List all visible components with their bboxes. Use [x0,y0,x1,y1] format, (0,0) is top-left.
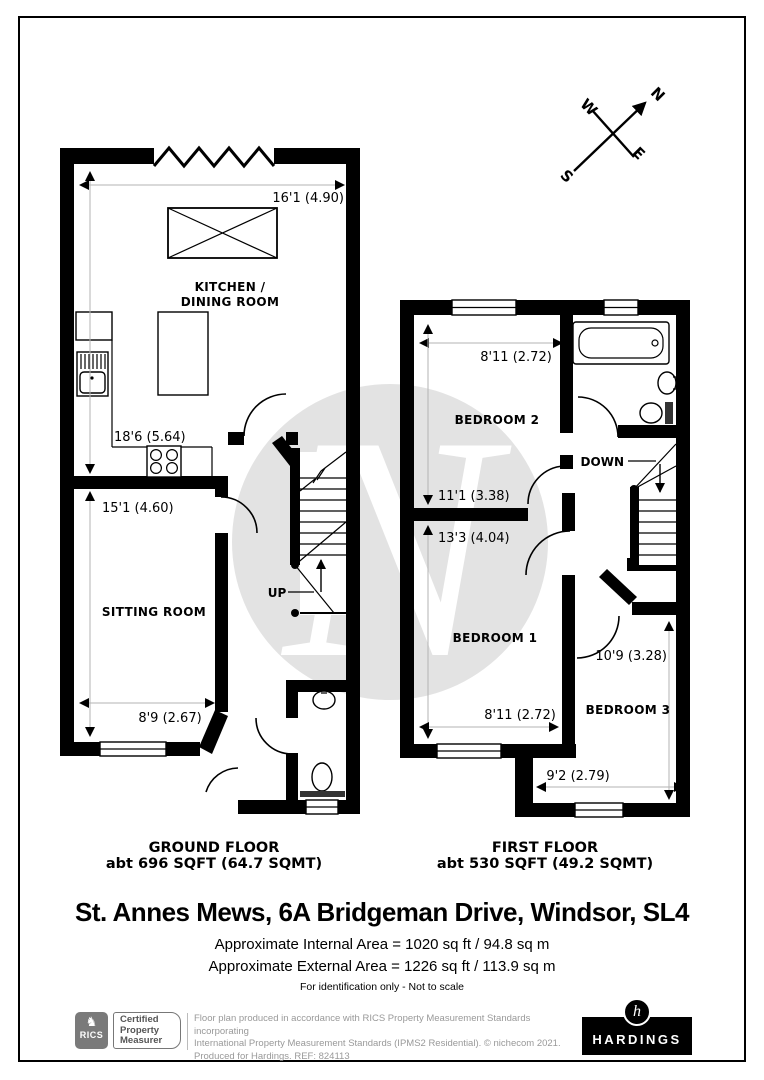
hardings-monogram-letter: h [633,1003,641,1020]
badge-line2: Property [120,1024,160,1036]
identification-note: For identification only - Not to scale [300,981,464,993]
disclaimer-line1: Floor plan produced in accordance with R… [194,1013,531,1037]
wc-toilet [300,762,345,797]
bedroom3-label: BEDROOM 3 [586,703,671,717]
disclaimer-line3: Produced for Hardings. REF: 824113 [194,1050,350,1062]
bathroom-toilet [639,402,673,424]
bedroom1-label: BEDROOM 1 [453,631,538,645]
disclaimer-text: Floor plan produced in accordance with R… [194,1013,574,1063]
ground-windows [99,741,339,815]
dim-bedroom3-depth: 10'9 (3.28) [595,649,667,664]
first-door-arcs [525,396,620,659]
wc-basin [312,689,336,710]
property-address-title: St. Annes Mews, 6A Bridgeman Drive, Wind… [75,897,689,927]
wc-fixtures [300,689,345,797]
badge-line3: Measurer [120,1035,163,1046]
bathroom-fixtures [572,321,677,424]
sitting-room-label: SITTING ROOM [102,605,206,619]
ground-floor-caption-name: GROUND FLOOR [148,840,280,856]
certified-property-measurer-badge: Certified Property Measurer [113,1012,181,1049]
hardings-brand-name: HARDINGS [592,1032,682,1047]
ground-floor-caption-area: abt 696 SQFT (64.7 SQMT) [105,856,323,872]
first-dimensions: 8'11 (2.72) 11'1 (3.38) 13'3 (4.04) 8'11… [419,324,684,800]
rooflight [167,207,278,259]
dim-ground-width: 16'1 (4.90) [272,191,344,206]
dim-kitchen-depth: 18'6 (5.64) [114,430,186,445]
dim-sitting-width: 8'9 (2.67) [138,711,201,726]
bathroom-basin [657,371,677,395]
dim-bedroom1-width: 8'11 (2.72) [484,708,556,723]
dim-bedroom3-width: 9'2 (2.79) [546,769,609,784]
dim-bedroom2-width: 8'11 (2.72) [480,350,552,365]
ground-floor-plan: UP [60,145,360,815]
external-area-text: Approximate External Area = 1226 sq ft /… [208,958,556,975]
first-floor-plan: DOWN 8'11 (2.72) 11'1 (3.38) [400,299,690,818]
badge-line1: Certified [120,1014,159,1025]
kitchen-label-line2: DINING ROOM [181,295,280,309]
bifold-door-zigzag [152,145,276,169]
first-stairs: DOWN [581,440,677,565]
bedroom2-label: BEDROOM 2 [455,413,540,427]
dim-sitting-depth: 15'1 (4.60) [102,501,174,516]
footer-separator [187,1013,188,1050]
stairs-up-label: UP [268,586,287,600]
rics-label: RICS [79,1030,104,1040]
dim-bedroom1-depth: 13'3 (4.04) [438,531,510,546]
first-floor-caption-name: FIRST FLOOR [491,840,599,856]
rics-lion-icon: ♞ [85,1014,98,1029]
hob [146,445,182,478]
ground-floor-caption: GROUND FLOOR abt 696 SQFT (64.7 SQMT) [39,840,389,873]
stairs-down-label: DOWN [581,455,624,469]
ground-stairs: UP [268,448,347,617]
hardings-monogram-icon: h [623,998,651,1026]
bath-tub [572,321,670,365]
first-floor-caption: FIRST FLOOR abt 530 SQFT (49.2 SQMT) [370,840,720,873]
ground-dimensions: 16'1 (4.90) 18'6 (5.64) 15'1 (4.60) 8'9 … [79,171,345,737]
page-border [18,16,746,1062]
dim-bedroom2-depth: 11'1 (3.38) [438,489,510,504]
first-floor-caption-area: abt 530 SQFT (49.2 SQMT) [436,856,654,872]
rics-badge: ♞ RICS [75,1012,108,1049]
ground-door-arcs [205,393,293,793]
kitchen-label-line1: KITCHEN / [195,280,266,294]
kitchen-island [157,311,209,396]
disclaimer-line2: International Property Measurement Stand… [194,1038,561,1049]
internal-area-text: Approximate Internal Area = 1020 sq ft /… [214,936,550,953]
first-windows [436,299,639,818]
